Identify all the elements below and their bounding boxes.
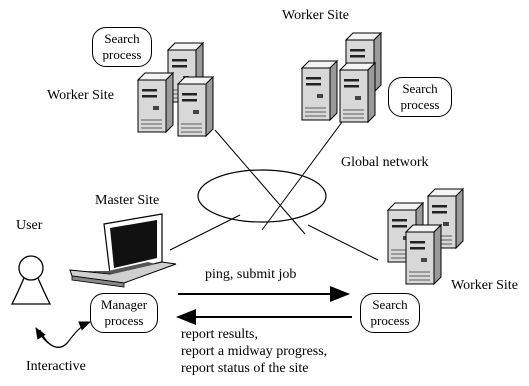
- submit-message-label: ping, submit job: [205, 267, 297, 282]
- global-network-ellipse: [197, 169, 327, 223]
- user-label: User: [16, 218, 43, 233]
- master-site-label: Master Site: [95, 193, 160, 208]
- search-process-bubble-top-left: Search process: [92, 27, 152, 67]
- link-top-left-worker: [214, 129, 306, 235]
- interactive-arrow-back: [35, 326, 69, 348]
- report-message-label: report results, report a midway progress…: [181, 326, 327, 377]
- report-line2: report a midway progress,: [181, 344, 328, 359]
- worker-right-servers: [387, 188, 464, 285]
- network-links: [169, 117, 379, 261]
- search-process-bubble-top-right: Search process: [388, 77, 452, 117]
- interactive-arrow: [39, 321, 92, 348]
- report-line3: report status of the site: [181, 361, 309, 376]
- link-right-worker: [307, 224, 379, 261]
- bubble-line1: Manager: [100, 297, 148, 312]
- report-line1: report results,: [181, 327, 258, 342]
- bubble-line2: process: [102, 47, 142, 62]
- global-network-label: Global network: [341, 155, 429, 170]
- interactive-label: Interactive: [26, 359, 86, 374]
- laptop-icon: [69, 213, 177, 288]
- bubble-line1: Search: [372, 297, 408, 312]
- bubble-line2: process: [400, 97, 440, 112]
- user-icon: [10, 255, 52, 305]
- bubble-line1: Search: [104, 31, 140, 46]
- manager-process-bubble: Manager process: [90, 293, 158, 333]
- worker-site-label-top-right: Worker Site: [282, 8, 349, 23]
- worker-site-label-right: Worker Site: [451, 278, 518, 293]
- link-top-right-worker: [261, 117, 346, 231]
- worker-site-label-top-left: Worker Site: [47, 88, 114, 103]
- worker-top-right-servers: [301, 32, 382, 123]
- bubble-line2: process: [104, 313, 144, 328]
- search-process-bubble-right: Search process: [360, 293, 420, 333]
- link-master-site: [169, 214, 241, 251]
- bubble-line2: process: [370, 313, 410, 328]
- bubble-line1: Search: [402, 81, 438, 96]
